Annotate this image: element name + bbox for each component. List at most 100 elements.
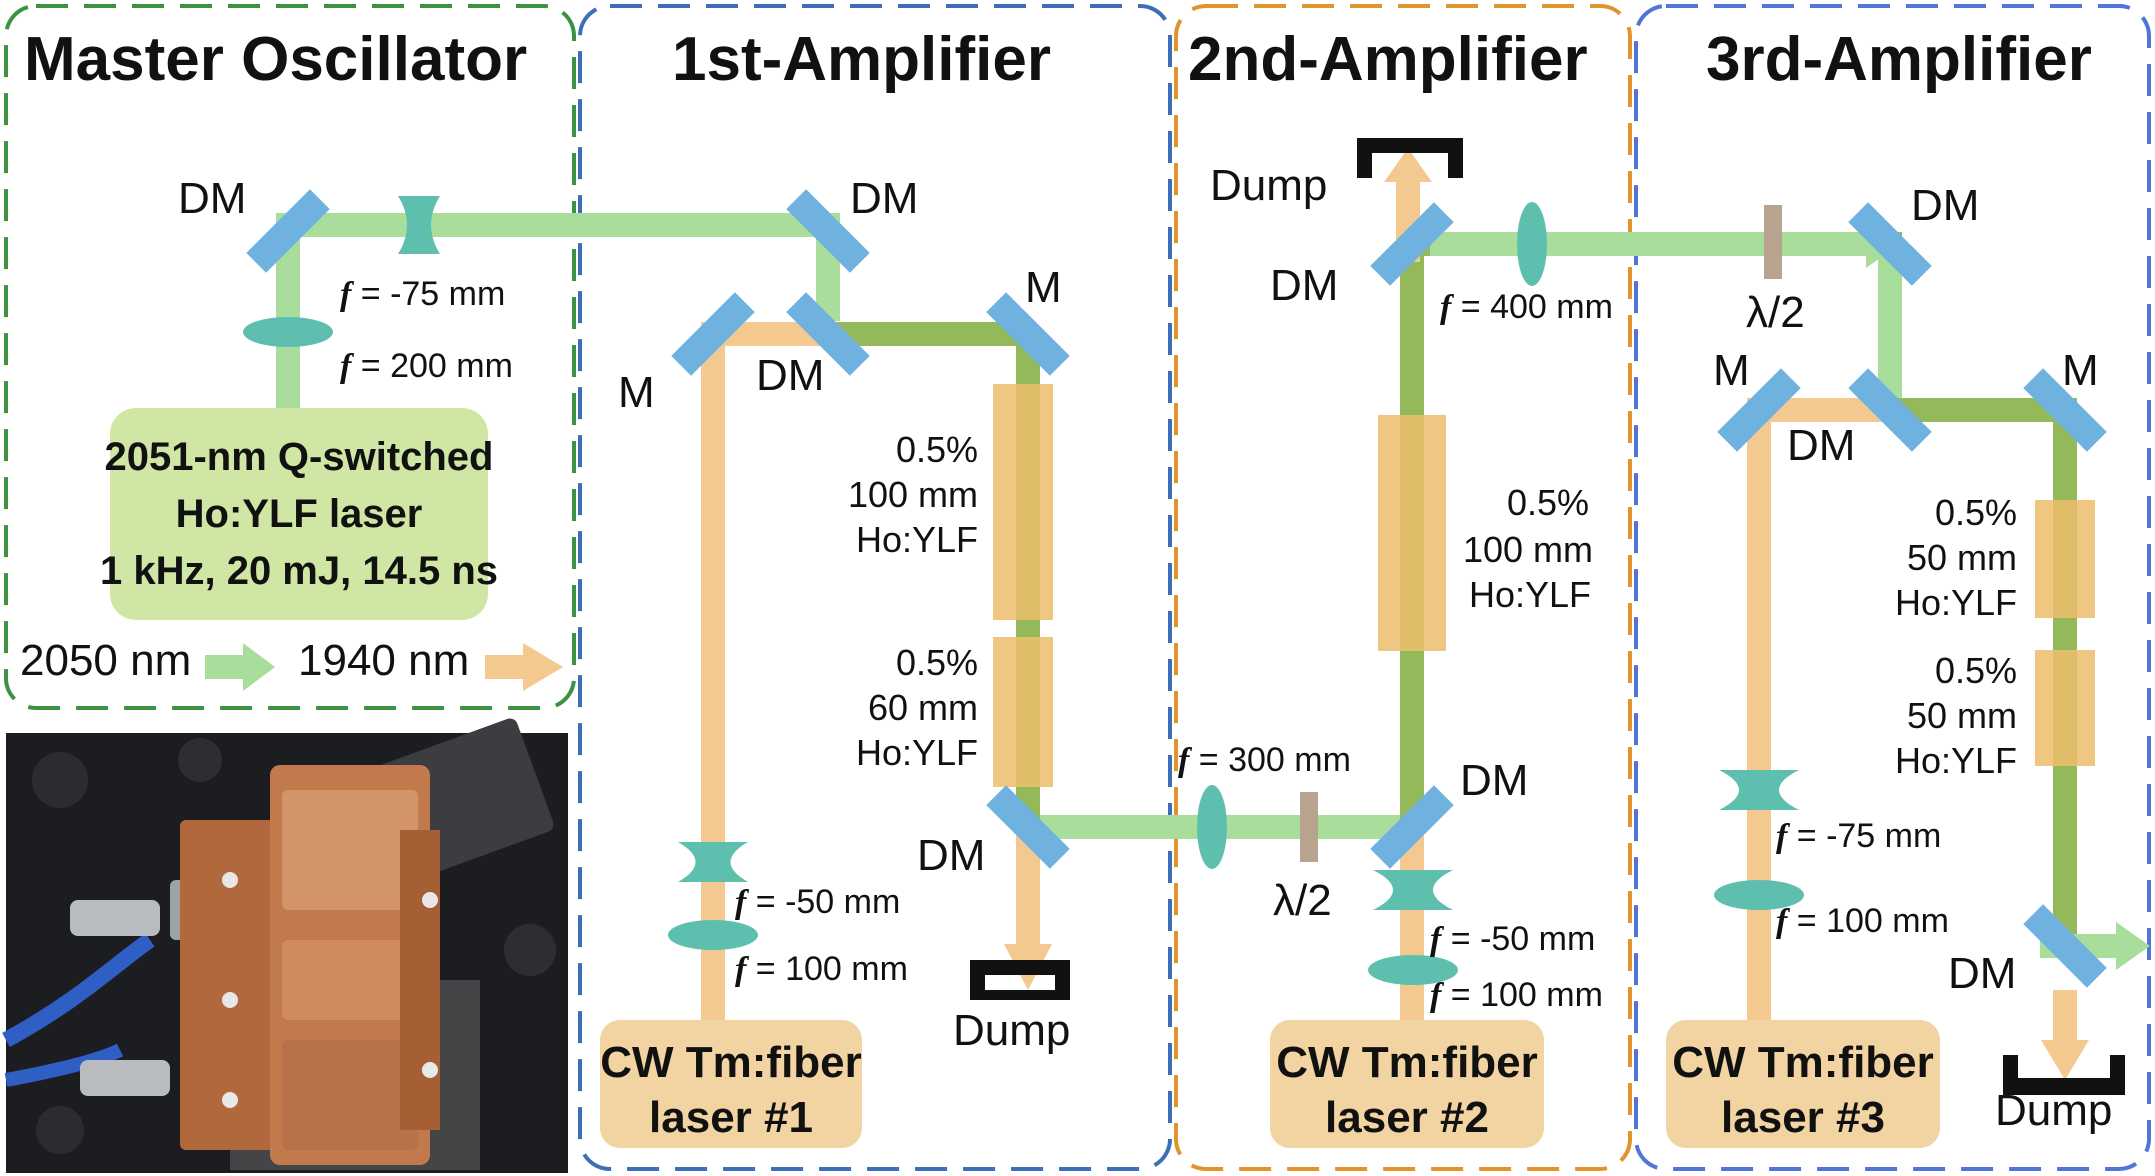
seed-laser-line3: 1 kHz, 20 mJ, 14.5 ns xyxy=(100,549,498,593)
amp2-dm-lower-mirror xyxy=(1370,785,1454,869)
pump-laser-3-line1: CW Tm:fiber xyxy=(1672,1038,1934,1087)
amp2-relay-lens-label: f = 300 mm xyxy=(1178,741,1351,779)
amp3-m-left-label: M xyxy=(1713,346,1750,395)
optic-labels: DM DM M DM M DM Dump Dump DM DM λ/2 λ/2 … xyxy=(178,161,2112,1135)
amp3-crystal-50mm-b xyxy=(2035,650,2095,766)
amp3-crystal-50mm-a xyxy=(2035,500,2095,618)
amp1-c2-doping: 0.5% xyxy=(896,642,978,683)
amp1-dm-top-mirror xyxy=(786,189,870,273)
amp2-dump xyxy=(1357,138,1463,178)
amp2-c1-doping: 0.5% xyxy=(1507,482,1589,523)
amp2-relay-lens xyxy=(1197,785,1227,869)
amp3-neg-lens xyxy=(1719,770,1799,810)
amp1-title: 1st-Amplifier xyxy=(672,25,1051,94)
amp1-c1-length: 100 mm xyxy=(848,474,978,515)
amp1-m-right-label: M xyxy=(1025,263,1062,312)
amp3-c1-length: 50 mm xyxy=(1907,537,2017,578)
amp1-pos-lens xyxy=(668,920,758,950)
amp3-c1-doping: 0.5% xyxy=(1935,492,2017,533)
seed-laser-line2: Ho:YLF laser xyxy=(176,492,423,536)
pump-laser-1-line2: laser #1 xyxy=(649,1093,813,1142)
seed-laser-line1: 2051-nm Q-switched xyxy=(104,435,493,479)
amp3-dm-top-mirror xyxy=(1848,202,1932,286)
amp2-dm-upper-mirror xyxy=(1370,202,1454,286)
pump-laser-2-line2: laser #2 xyxy=(1325,1093,1489,1142)
amp3-dm-bottom-label: DM xyxy=(1948,949,2016,998)
amp1-m-left-mirror xyxy=(671,292,755,376)
amp1-c1-material: Ho:YLF xyxy=(856,519,978,560)
mo-dm-label: DM xyxy=(178,174,246,223)
amp3-title: 3rd-Amplifier xyxy=(1706,25,2092,94)
beam-dumps xyxy=(970,138,2125,1095)
amp1-neg-lens xyxy=(678,842,748,882)
legend-orange-label: 1940 nm xyxy=(298,636,469,685)
amp2-dm-upper-label: DM xyxy=(1270,261,1338,310)
crystals xyxy=(993,384,2095,787)
pump-laser-2-box xyxy=(1270,1020,1544,1148)
amp1-dm-mid-label: DM xyxy=(756,351,824,400)
amp2-dm-lower-label: DM xyxy=(1460,756,1528,805)
amp1-c1-doping: 0.5% xyxy=(896,429,978,470)
amp2-c1-length: 100 mm xyxy=(1463,529,1593,570)
amp3-pos-lens xyxy=(1714,880,1804,910)
amp3-neg-lens-label: f = -75 mm xyxy=(1776,817,1941,855)
amp1-neg-lens-label: f = -50 mm xyxy=(735,883,900,921)
amp1-dm-bottom-mirror xyxy=(986,785,1070,869)
amp3-c2-material: Ho:YLF xyxy=(1895,740,2017,781)
legend-green-arrow xyxy=(205,643,275,691)
amp1-c2-length: 60 mm xyxy=(868,687,978,728)
amp1-frame xyxy=(578,4,1172,1171)
amp2-waveplate xyxy=(1300,792,1318,862)
lens-labels: f = -75 mm f = 200 mm f = -50 mm f = 100… xyxy=(340,275,1949,1014)
amp1-crystal-100mm xyxy=(993,384,1053,620)
master-oscillator-title: Master Oscillator xyxy=(24,25,527,94)
amp2-pos-lens-label: f = 100 mm xyxy=(1430,976,1603,1014)
pump-laser-1-box xyxy=(600,1020,862,1148)
amp3-dm-mid-label: DM xyxy=(1787,421,1855,470)
amp3-c2-length: 50 mm xyxy=(1907,695,2017,736)
amp3-dm-mid-mirror xyxy=(1848,368,1932,452)
amp3-m-right-label: M xyxy=(2062,346,2099,395)
amp3-dm-top-label: DM xyxy=(1911,181,1979,230)
amp3-frame xyxy=(1634,4,2151,1171)
amp1-dump-label: Dump xyxy=(953,1006,1070,1055)
amp3-m-left-mirror xyxy=(1717,368,1801,452)
amp3-c2-doping: 0.5% xyxy=(1935,650,2017,691)
amp3-pos-lens-label: f = 100 mm xyxy=(1776,902,1949,940)
crystal-labels: 0.5% 100 mm Ho:YLF 0.5% 60 mm Ho:YLF 0.5… xyxy=(848,429,2017,781)
amp1-dm-top-label: DM xyxy=(850,174,918,223)
amp2-pos-lens xyxy=(1368,955,1458,985)
amp1-pos-lens-label: f = 100 mm xyxy=(735,950,908,988)
amp3-relay-lens xyxy=(1517,202,1547,286)
master-oscillator-frame xyxy=(4,4,576,710)
amp3-dump xyxy=(2003,1055,2125,1095)
pump-laser-1-line1: CW Tm:fiber xyxy=(600,1038,862,1087)
laser-head-photo xyxy=(2,718,568,1173)
amp3-waveplate xyxy=(1764,205,1782,279)
amp1-m-right-mirror xyxy=(986,292,1070,376)
amp1-dm-mid-mirror xyxy=(786,292,870,376)
mo-pos-lens xyxy=(243,317,333,347)
amp3-relay-lens-label: f = 400 mm xyxy=(1440,288,1613,326)
amp3-c1-material: Ho:YLF xyxy=(1895,582,2017,623)
amp2-neg-lens-label: f = -50 mm xyxy=(1430,920,1595,958)
mo-neg-lens xyxy=(398,196,440,254)
amp2-frame xyxy=(1174,4,1632,1171)
amp1-dm-bottom-label: DM xyxy=(917,831,985,880)
mo-dm-mirror xyxy=(246,189,330,273)
amp1-m-left-label: M xyxy=(618,368,655,417)
amp3-m-right-mirror xyxy=(2023,368,2107,452)
amp2-crystal-100mm xyxy=(1378,415,1446,651)
amp1-crystal-60mm xyxy=(993,637,1053,787)
mo-pos-lens-label: f = 200 mm xyxy=(340,347,513,385)
legend-green-label: 2050 nm xyxy=(20,636,191,685)
pump-laser-3-line2: laser #3 xyxy=(1721,1093,1885,1142)
legend-orange-arrow xyxy=(485,643,563,691)
amp2-dump-label: Dump xyxy=(1210,161,1327,210)
amp1-dump xyxy=(970,960,1070,1000)
amp3-waveplate-label: λ/2 xyxy=(1746,288,1805,337)
amp3-dm-bottom-mirror xyxy=(2023,904,2107,988)
pump-laser-3-box xyxy=(1666,1020,1940,1148)
pump-laser-2-line1: CW Tm:fiber xyxy=(1276,1038,1538,1087)
